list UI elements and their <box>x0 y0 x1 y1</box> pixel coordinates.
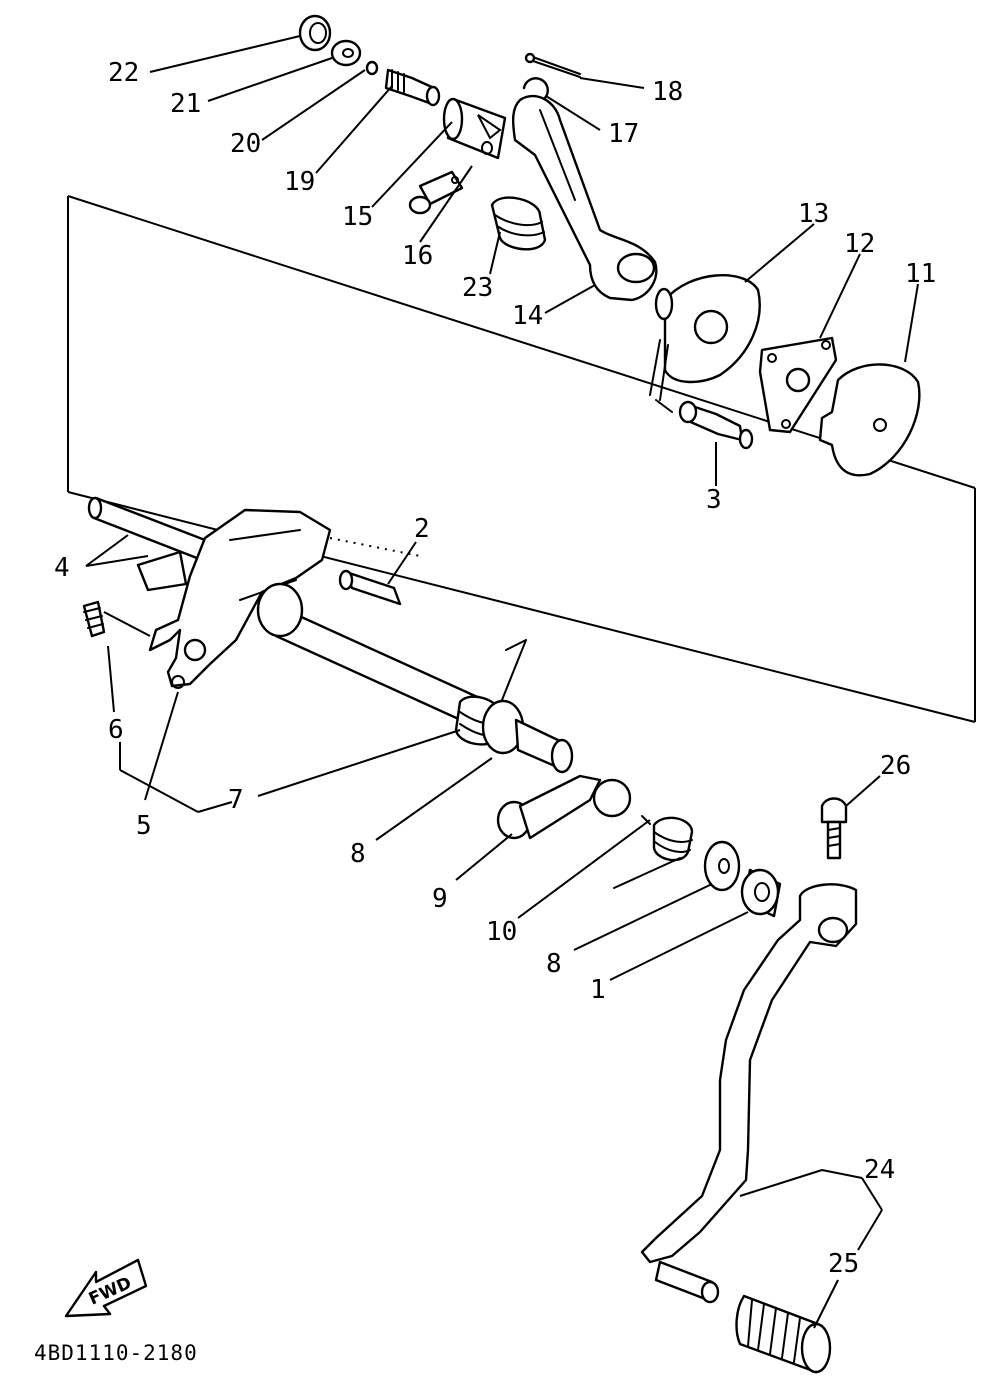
callout-6: 6 <box>108 715 124 745</box>
part-11-cover <box>818 363 921 477</box>
leader-lines <box>85 35 919 1329</box>
part-20-o-ring <box>365 60 379 76</box>
part-15-sleeve <box>442 97 507 160</box>
callout-4: 4 <box>54 553 70 583</box>
part-8-collar <box>481 699 574 774</box>
part-18-cotter-pin <box>524 52 581 78</box>
part-12-plate <box>758 336 838 434</box>
callout-3: 3 <box>706 485 722 515</box>
callout-25: 25 <box>828 1249 859 1279</box>
part-5-shift-arm <box>148 508 332 689</box>
callout-7: 7 <box>228 785 244 815</box>
part-22-nut <box>298 14 332 52</box>
callout-22: 22 <box>108 58 139 88</box>
callout-2: 2 <box>414 514 430 544</box>
part-26-bolt <box>820 797 848 860</box>
part-13-shift-drum-segment <box>649 274 761 413</box>
callout-11: 11 <box>905 259 936 289</box>
part-14-shift-lever-arm <box>511 94 658 302</box>
part-24-shift-pedal <box>640 883 858 1304</box>
callout-14: 14 <box>512 301 543 331</box>
callout-12: 12 <box>844 229 875 259</box>
callout-15: 15 <box>342 202 373 232</box>
callout-19: 19 <box>284 167 315 197</box>
callout-labels: 22 21 20 19 15 16 23 14 17 18 13 12 11 3… <box>54 58 936 1279</box>
part-16-pin <box>408 170 464 215</box>
part-8-washer <box>703 840 741 892</box>
callout-10: 10 <box>486 917 517 947</box>
callout-20: 20 <box>230 129 261 159</box>
callout-26: 26 <box>880 751 911 781</box>
callout-13: 13 <box>798 199 829 229</box>
callout-23: 23 <box>462 273 493 303</box>
part-21-washer <box>330 39 362 67</box>
part-9-arm <box>496 774 632 840</box>
drawing-code: 4BD1110-2180 <box>34 1341 198 1365</box>
callout-9: 9 <box>432 884 448 914</box>
part-6-spring <box>82 600 106 638</box>
part-10-torsion-spring <box>613 815 694 889</box>
callout-21: 21 <box>170 89 201 119</box>
callout-24: 24 <box>864 1155 895 1185</box>
part-1-bushing <box>740 868 782 918</box>
part-2-pin <box>338 569 402 606</box>
callout-8-lower: 8 <box>546 949 562 979</box>
callout-5: 5 <box>136 811 152 841</box>
part-3-stopper-bolt <box>678 400 754 450</box>
callout-16: 16 <box>402 241 433 271</box>
part-17-circlip <box>522 77 549 100</box>
callout-1: 1 <box>590 975 606 1005</box>
part-25-pedal-rubber <box>735 1294 832 1374</box>
callout-17: 17 <box>608 119 639 149</box>
part-19-bolt <box>384 68 441 107</box>
part-23-spring <box>490 196 547 251</box>
callout-18: 18 <box>652 77 683 107</box>
callout-8-upper: 8 <box>350 839 366 869</box>
fwd-arrow-icon: FWD <box>64 1258 148 1318</box>
